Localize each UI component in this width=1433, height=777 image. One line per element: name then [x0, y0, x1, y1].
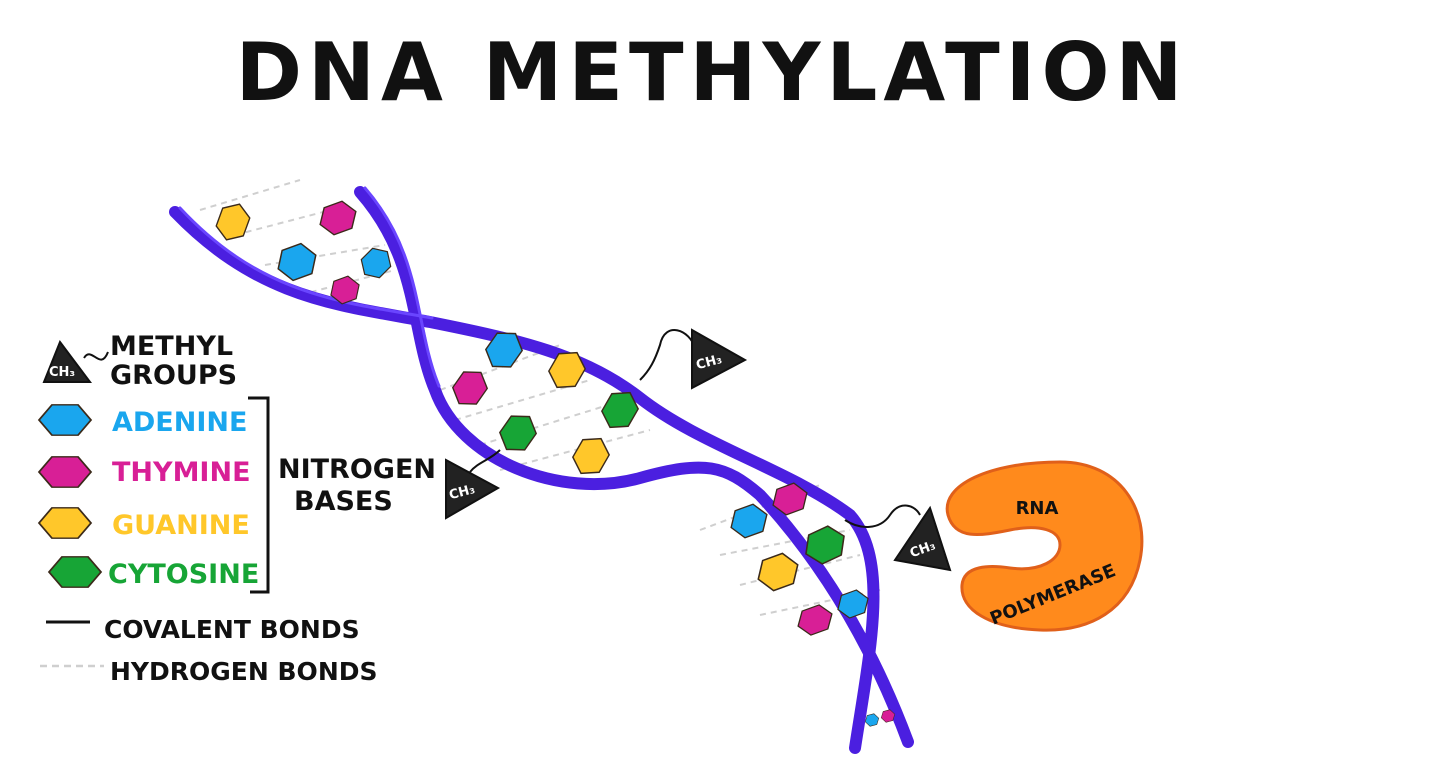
- legend-methyl-label-1: METHYL: [110, 331, 233, 362]
- legend-thymine-label: THYMINE: [112, 457, 251, 488]
- methyl-triangle: [893, 505, 952, 572]
- base-guanine: [752, 548, 804, 596]
- dna-double-helix: [169, 186, 914, 754]
- methyl-triangle: [691, 328, 748, 390]
- legend-cytosine-label: CYTOSINE: [108, 559, 259, 590]
- rna-polymerase: RNA POLYMERASE: [945, 460, 1144, 632]
- legend-cytosine-icon: [48, 555, 102, 589]
- methyl-label: CH₃: [448, 482, 477, 503]
- nitrogen-bases-label-2: BASES: [294, 486, 393, 517]
- legend-thymine-icon: [38, 455, 92, 489]
- methyl-group-2: CH₃: [445, 449, 501, 520]
- dna-strand-2: [354, 186, 914, 748]
- base-thymine: [314, 197, 362, 239]
- base-thymine: [446, 363, 494, 413]
- methyl-group-3: CH₃: [844, 504, 952, 572]
- methyl-group-1: CH₃: [639, 328, 748, 390]
- methyl-label: CH₃: [695, 352, 724, 373]
- base-guanine: [212, 198, 254, 246]
- legend-methyl-icon: [42, 339, 92, 383]
- legend-covalent-label: COVALENT BONDS: [104, 615, 360, 644]
- base-guanine: [567, 430, 615, 482]
- base-adenine: [271, 239, 323, 285]
- legend-methyl-tag: CH₃: [49, 365, 75, 380]
- legend-guanine-icon: [38, 506, 92, 540]
- enzyme-body: [945, 460, 1144, 632]
- legend-guanine-label: GUANINE: [112, 510, 250, 541]
- legend-adenine-icon: [38, 403, 92, 437]
- legend-methyl-label-2: GROUPS: [110, 360, 237, 391]
- legend-adenine-label: ADENINE: [112, 407, 247, 438]
- enzyme-label-line1: RNA: [1016, 498, 1059, 519]
- dna-strand-1: [169, 206, 880, 754]
- legend-hydrogen-label: HYDROGEN BONDS: [110, 657, 378, 686]
- base-cytosine: [493, 407, 543, 459]
- base-thymine: [793, 601, 837, 639]
- methyl-triangle: [445, 458, 501, 520]
- nitrogen-bases-label-1: NITROGEN: [278, 454, 436, 485]
- legend: CH₃ METHYL GROUPS ADENINE THYMINE GUANIN…: [38, 331, 436, 686]
- diagram-title: DNA METHYLATION: [236, 26, 1189, 119]
- nitrogen-bases-bracket: [248, 396, 270, 594]
